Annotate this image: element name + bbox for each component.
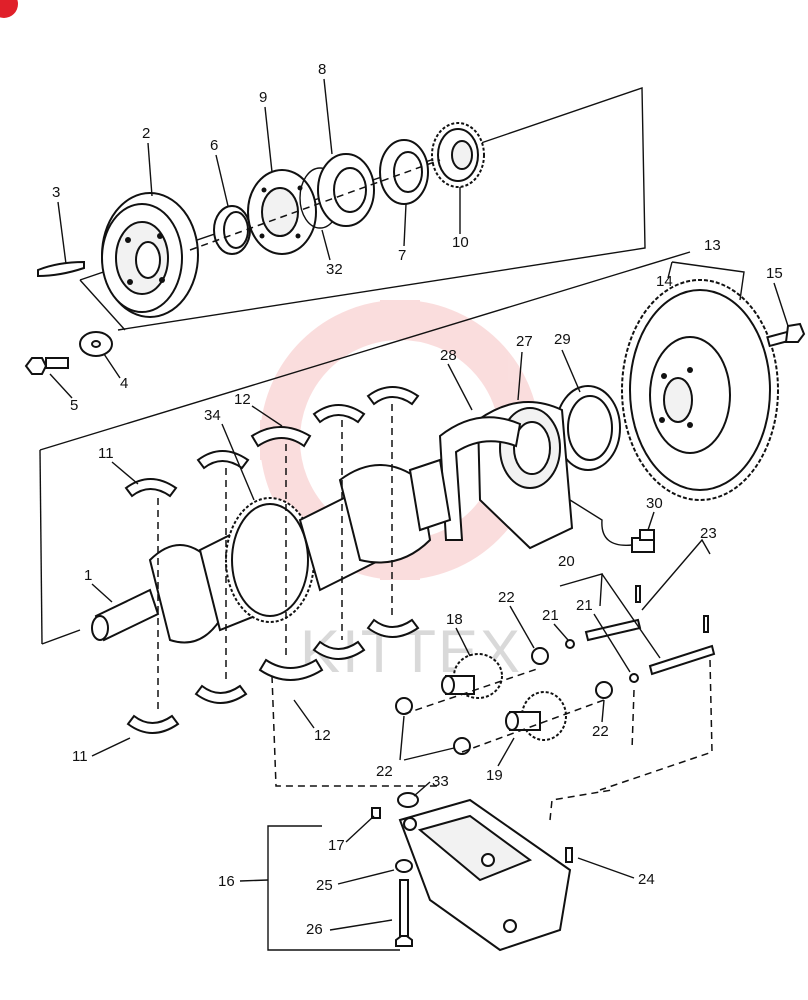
callout-34: 34	[204, 407, 221, 424]
callout-6: 6	[210, 137, 218, 154]
callout-21-left: 21	[542, 607, 559, 624]
idler-gear-upper	[441, 653, 503, 699]
callout-22-b: 22	[592, 723, 609, 740]
callout-10: 10	[452, 234, 469, 251]
callout-11-upper: 11	[98, 445, 114, 462]
woodruff-key	[37, 260, 85, 278]
callout-21-right: 21	[576, 597, 593, 614]
callout-33: 33	[432, 773, 449, 790]
callout-17: 17	[328, 837, 345, 854]
callout-5: 5	[70, 397, 78, 414]
pulley-bolt	[24, 357, 69, 375]
flywheel-bolt	[766, 322, 806, 348]
retainer-gasket	[438, 416, 522, 541]
callout-8: 8	[318, 61, 326, 78]
callout-29: 29	[554, 331, 571, 348]
pump-nut	[397, 792, 419, 808]
callout-1: 1	[84, 567, 92, 584]
flywheel-assembly	[621, 279, 779, 501]
callout-2: 2	[142, 125, 150, 142]
callout-32: 32	[326, 261, 343, 278]
callout-16: 16	[218, 873, 235, 890]
callout-25: 25	[316, 877, 333, 894]
callout-7: 7	[398, 247, 406, 264]
pulley-washer	[79, 331, 113, 357]
lower-bearing-shells	[126, 618, 420, 734]
callout-11-lower: 11	[72, 748, 88, 765]
seal-housing	[247, 169, 317, 255]
callout-3: 3	[52, 184, 60, 201]
callout-15: 15	[766, 265, 783, 282]
crankshaft-gear	[431, 122, 485, 188]
front-oil-seal	[213, 205, 251, 255]
callout-30: 30	[646, 495, 663, 512]
callout-4: 4	[120, 375, 128, 392]
callout-27: 27	[516, 333, 533, 350]
thrust-spacer	[379, 139, 429, 205]
callout-12-upper: 12	[234, 391, 251, 408]
crankshaft	[91, 458, 452, 644]
callout-20: 20	[558, 553, 575, 570]
oil-slinger	[317, 153, 375, 227]
corner-badge	[0, 0, 18, 18]
callout-19: 19	[486, 767, 503, 784]
callout-9: 9	[259, 89, 267, 106]
callout-22-a: 22	[498, 589, 515, 606]
callout-13: 13	[704, 237, 721, 254]
pump-bolt	[395, 859, 413, 947]
bearing-alignment-lines	[157, 404, 393, 712]
oil-pump-housing	[398, 798, 572, 952]
callout-labels: 1 2 3 4 5 6 7 8 9 10 11 11 12 12 13 14 1…	[49, 61, 789, 938]
spacer-washers	[395, 647, 613, 755]
group-brackets	[267, 261, 745, 951]
callout-12-lower: 12	[314, 727, 331, 744]
idler-gear-lower	[505, 691, 567, 741]
callout-14: 14	[656, 273, 673, 290]
callout-18: 18	[446, 611, 463, 628]
crankshaft-pulley	[101, 192, 199, 318]
callout-26: 26	[306, 921, 323, 938]
sensor-plug	[569, 499, 655, 553]
dowel-pins	[565, 585, 709, 863]
pump-stud	[371, 807, 381, 819]
rear-oil-seal	[555, 385, 621, 471]
callout-23: 23	[700, 525, 717, 542]
callout-24: 24	[638, 871, 655, 888]
callout-28: 28	[440, 347, 457, 364]
callout-22-c: 22	[376, 763, 393, 780]
